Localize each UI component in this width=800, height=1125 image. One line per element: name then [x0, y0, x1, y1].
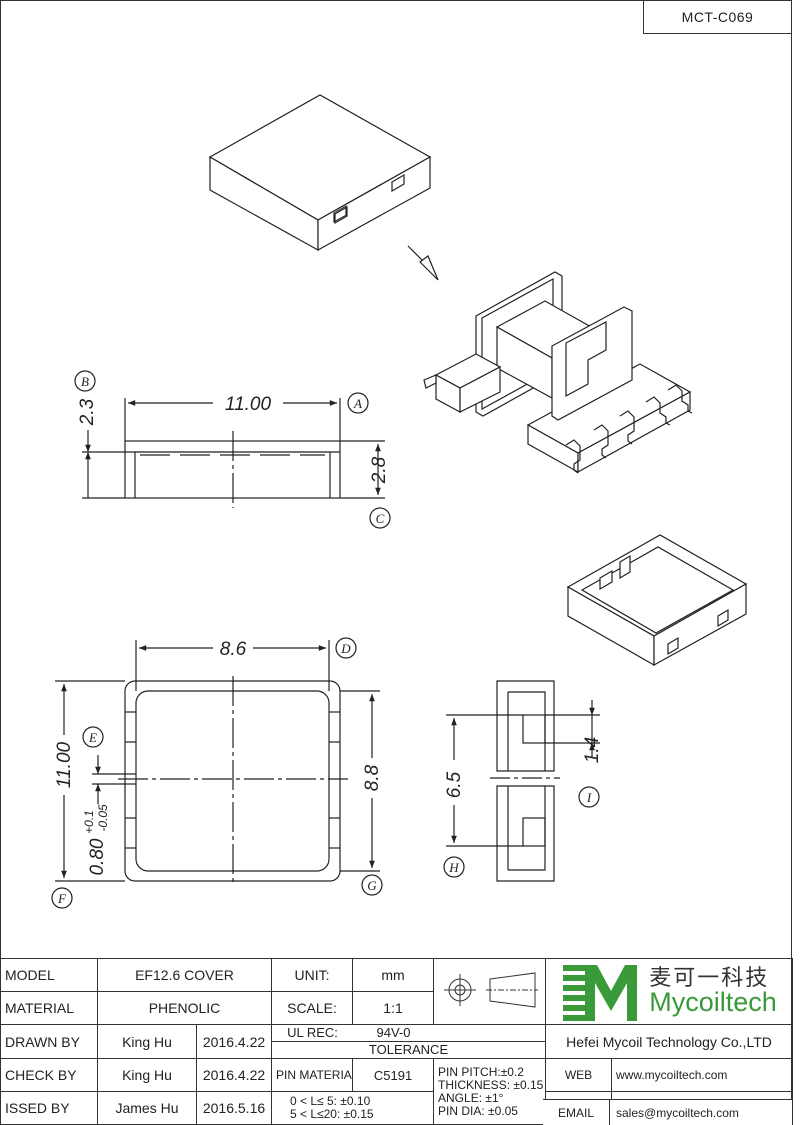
material-label: MATERIAL	[0, 991, 98, 1025]
iso-bobbin	[423, 271, 693, 474]
web-label: WEB	[545, 1058, 613, 1092]
model-value: EF12.6 COVER	[96, 958, 273, 992]
side-view	[82, 398, 385, 508]
dim-1-4: 1.4	[582, 737, 603, 763]
iso-cover-top	[208, 94, 432, 252]
callout-c: C	[376, 511, 385, 526]
assembly-arrow	[407, 245, 439, 281]
ul-tolerance-cell: UL REC: 94V-0 TOLERANCE	[271, 1024, 547, 1059]
pin-pitch: PIN PITCH:±0.2	[438, 1064, 524, 1079]
dim-6-5: 6.5	[444, 771, 465, 798]
scale-label: SCALE:	[271, 991, 354, 1025]
web-value[interactable]: www.mycoiltech.com	[611, 1058, 794, 1092]
tol-line-2: 5 < L≤20: ±0.15	[290, 1107, 374, 1121]
dim-0-80-tol-up: +0.1	[82, 810, 96, 834]
dim-11-left: 11.00	[54, 742, 75, 789]
callout-h: H	[448, 860, 459, 875]
angle-tol: ANGLE: ±1°	[438, 1090, 504, 1105]
ul-rec-label: UL REC:	[287, 1025, 338, 1041]
pin-material-value: C5191	[352, 1058, 435, 1092]
dim-11-top: 11.00	[225, 394, 272, 415]
drawing-code: MCT-C069	[643, 0, 791, 34]
thickness-tol: THICKNESS: ±0.15	[438, 1077, 544, 1092]
issued-date: 2016.5.16	[195, 1091, 273, 1125]
callout-f: F	[57, 891, 67, 906]
pin-material-label: PIN MATERIAL	[271, 1058, 354, 1092]
profile-view	[446, 680, 600, 882]
material-value: PHENOLIC	[96, 991, 273, 1025]
mycoiltech-logo-icon	[563, 964, 638, 1021]
pin-dia-tol: PIN DIA: ±0.05	[438, 1103, 518, 1118]
callout-d: D	[340, 641, 351, 656]
dim-0-80: 0.80	[87, 838, 108, 875]
check-by-name: King Hu	[97, 1058, 197, 1092]
company-logo-text: Mycoiltech	[649, 987, 777, 1017]
callout-circles	[51, 370, 600, 909]
dim-2-8: 2.8	[369, 456, 390, 484]
dim-0-80-tol-dn: -0.05	[96, 804, 110, 832]
email-row: EMAIL sales@mycoiltech.com	[543, 1099, 792, 1125]
unit-label: UNIT:	[271, 958, 354, 992]
scale-value: 1:1	[352, 991, 435, 1025]
callout-a: A	[353, 396, 362, 411]
callout-e: E	[88, 730, 97, 745]
technical-drawing: 11.00 2.3 2.8 8.6 11.00 8.8 0.80 +0.1 -0…	[51, 94, 748, 909]
dim-8-6: 8.6	[220, 639, 247, 660]
drawn-by-name: King Hu	[97, 1024, 197, 1059]
projection-symbol	[433, 958, 547, 1025]
ul-rec-value: 94V-0	[376, 1025, 411, 1041]
projection-icon	[443, 972, 538, 1008]
company-name: Hefei Mycoil Technology Co.,LTD	[545, 1024, 794, 1059]
tolerance-label: TOLERANCE	[368, 1042, 449, 1057]
drawn-by-label: DRAWN BY	[0, 1024, 98, 1059]
dim-2-3: 2.3	[77, 398, 98, 426]
dim-8-8: 8.8	[362, 764, 383, 791]
check-date: 2016.4.22	[195, 1058, 273, 1092]
callout-b: B	[81, 374, 89, 389]
issued-by-name: James Hu	[97, 1091, 197, 1125]
model-label: MODEL	[0, 958, 98, 992]
unit-value: mm	[352, 958, 435, 992]
iso-cover-open	[566, 534, 748, 667]
length-tolerances: 0 < L≤ 5: ±0.10 5 < L≤20: ±0.15	[271, 1091, 435, 1125]
pin-tolerances: PIN PITCH:±0.2 THICKNESS: ±0.15 ANGLE: ±…	[433, 1058, 547, 1125]
callout-i: I	[586, 790, 592, 805]
issued-by-label: ISSED BY	[0, 1091, 98, 1125]
company-logo: 麦可一科技 Mycoiltech	[545, 958, 794, 1025]
title-block: MODEL EF12.6 COVER UNIT: mm	[0, 958, 794, 1125]
top-view	[55, 640, 380, 886]
tol-line-1: 0 < L≤ 5: ±0.10	[290, 1094, 371, 1108]
company-cn: 麦可一科技	[649, 965, 770, 990]
email-label: EMAIL	[543, 1100, 610, 1125]
callout-g: G	[367, 878, 377, 893]
email-value[interactable]: sales@mycoiltech.com	[616, 1105, 739, 1120]
check-by-label: CHECK BY	[0, 1058, 98, 1092]
drawn-date: 2016.4.22	[195, 1024, 273, 1059]
